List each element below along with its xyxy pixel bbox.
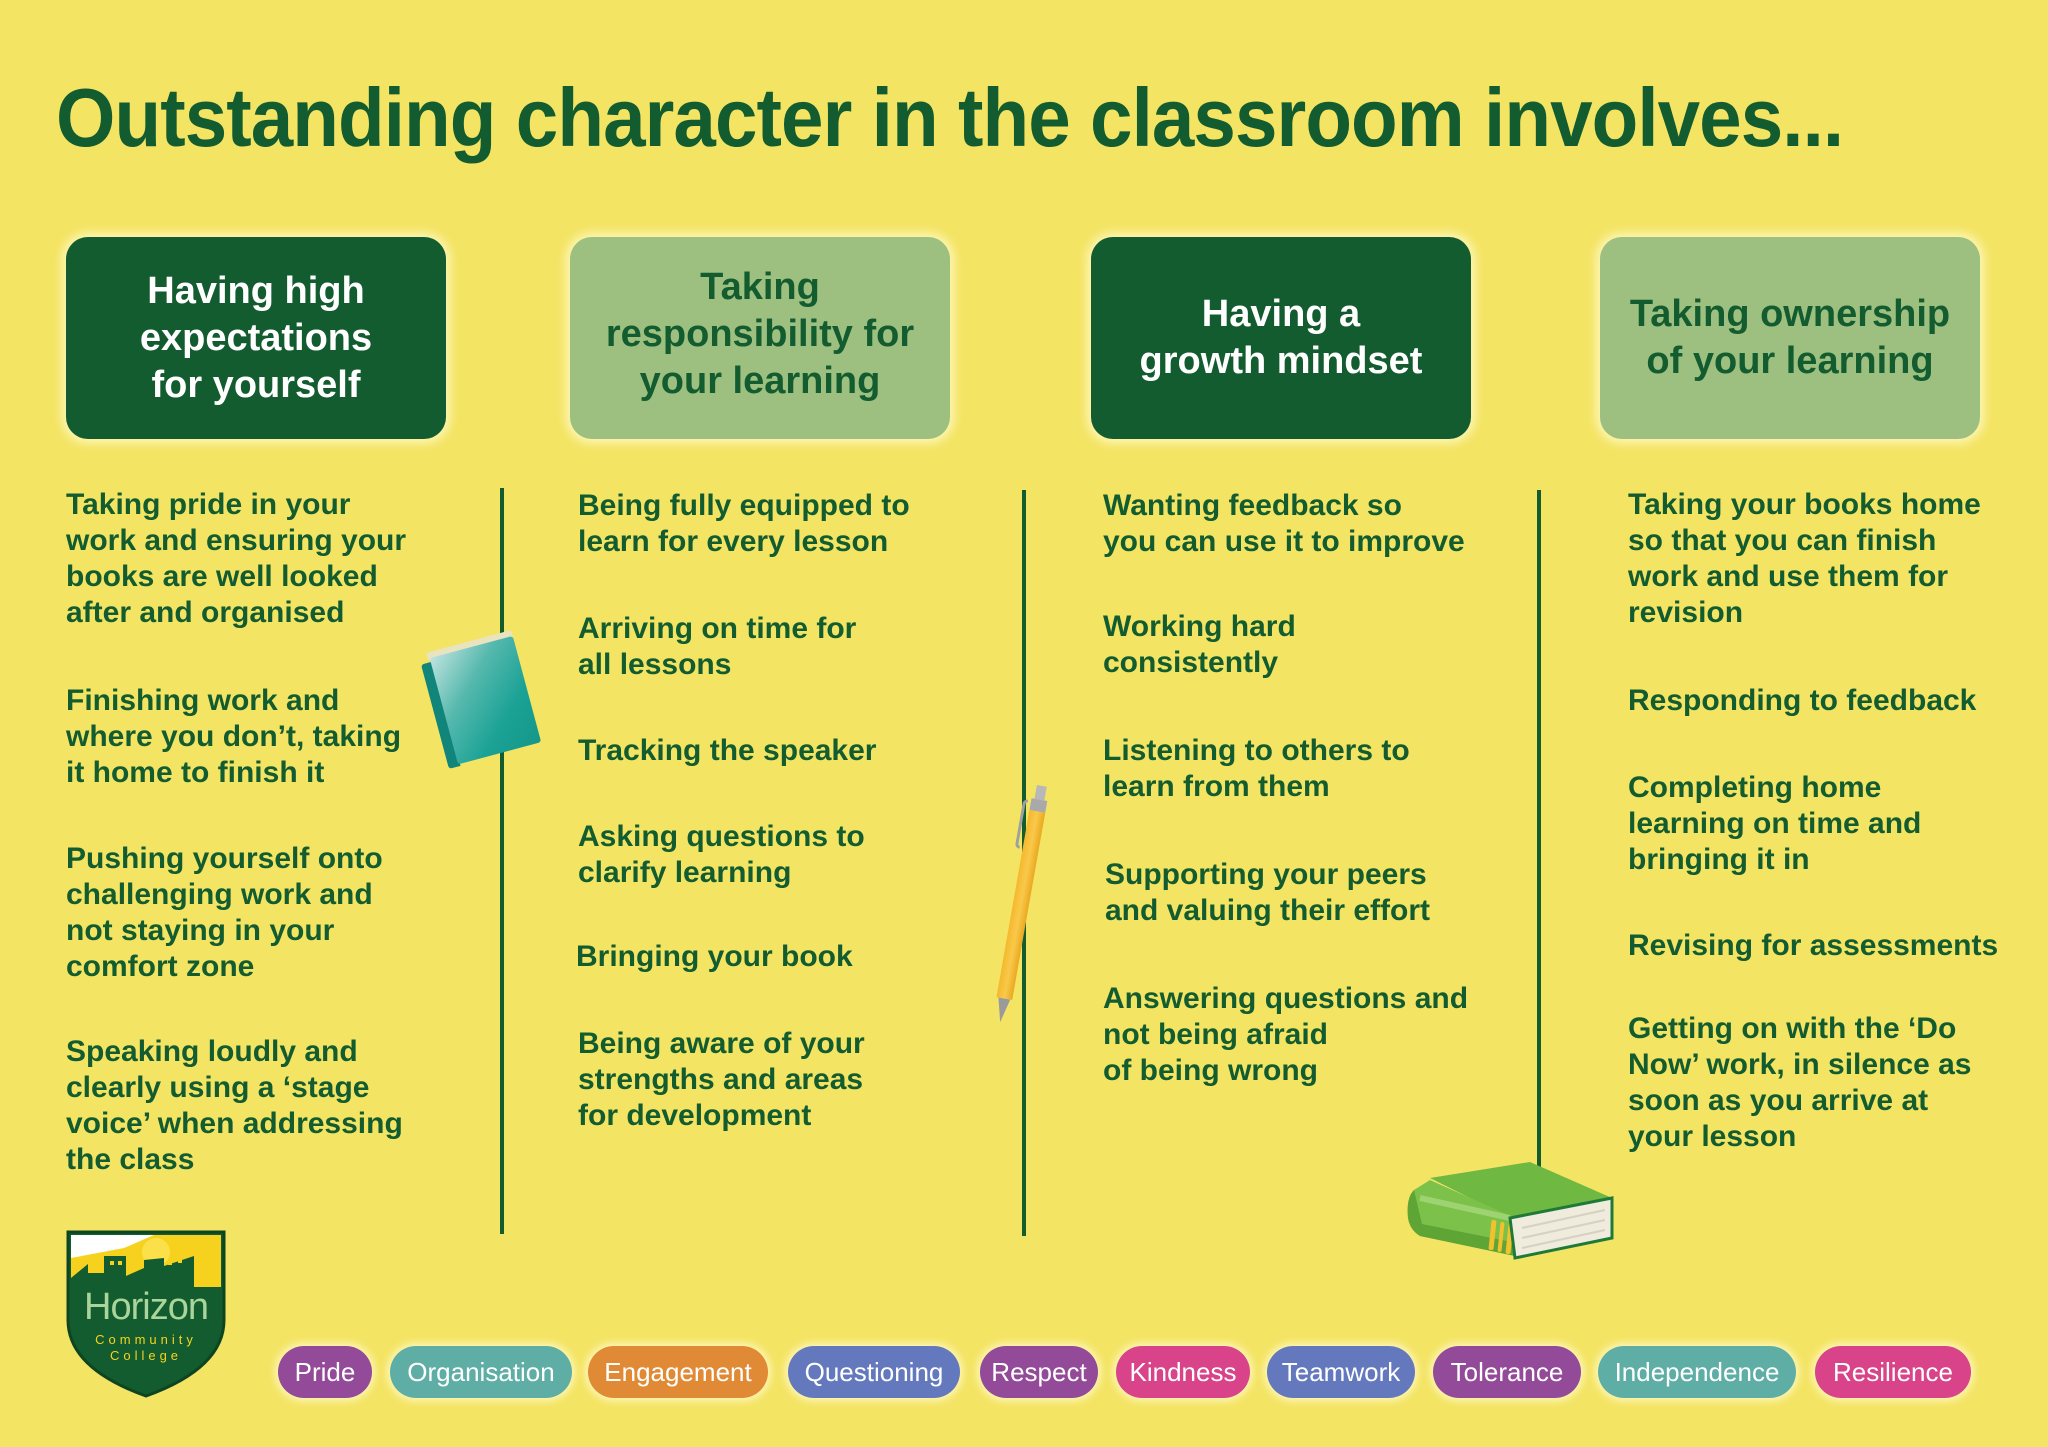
header-high-expectations: Having high expectations for yourself bbox=[66, 237, 446, 439]
header-line: for yourself bbox=[151, 363, 361, 406]
header-line: expectations bbox=[139, 316, 373, 359]
list-item: Responding to feedback bbox=[1628, 684, 1977, 717]
value-pill-respect: Respect bbox=[980, 1346, 1098, 1398]
header-line: Taking ownership bbox=[1629, 293, 1951, 335]
header-line: of your learning bbox=[1646, 340, 1934, 382]
header-growth-mindset: Having a growth mindset bbox=[1091, 237, 1471, 439]
logo-subtitle: Community bbox=[95, 1332, 197, 1347]
list-item: Listening to others to learn from them bbox=[1103, 734, 1410, 803]
value-pill-organisation: Organisation bbox=[390, 1346, 572, 1398]
value-pill-resilience: Resilience bbox=[1815, 1346, 1971, 1398]
header-taking-responsibility: Taking responsibility for your learning bbox=[570, 237, 950, 439]
list-item: Taking your books home so that you can f… bbox=[1628, 488, 1981, 629]
value-pill-kindness: Kindness bbox=[1116, 1346, 1250, 1398]
page-title: Outstanding character in the classroom i… bbox=[56, 71, 1844, 164]
value-pill-tolerance: Tolerance bbox=[1433, 1346, 1581, 1398]
column-divider bbox=[500, 488, 504, 1234]
list-item: Wanting feedback so you can use it to im… bbox=[1103, 489, 1465, 558]
book-icon bbox=[1400, 1158, 1620, 1268]
list-item: Arriving on time for all lessons bbox=[578, 612, 857, 681]
header-line: Having a bbox=[1201, 293, 1361, 335]
list-item: Completing home learning on time and bri… bbox=[1628, 771, 1922, 876]
list-item: Answering questions and not being afraid… bbox=[1103, 982, 1469, 1087]
list-item: Being aware of your strengths and areas … bbox=[578, 1027, 865, 1132]
book-icon bbox=[418, 629, 545, 769]
list-item: Speaking loudly and clearly using a ‘sta… bbox=[66, 1035, 403, 1176]
logo-name: Horizon bbox=[84, 1286, 209, 1328]
list-item: Being fully equipped to learn for every … bbox=[578, 489, 910, 558]
header-line: responsibility for bbox=[605, 312, 915, 355]
header-line: Having high bbox=[147, 269, 365, 312]
list-item: Finishing work and where you don’t, taki… bbox=[66, 684, 402, 789]
list-item: Revising for assessments bbox=[1628, 929, 1999, 962]
list-item: Taking pride in your work and ensuring y… bbox=[66, 488, 407, 629]
list-item: Supporting your peers and valuing their … bbox=[1105, 858, 1431, 927]
list-item: Bringing your book bbox=[576, 940, 853, 973]
list-item: Asking questions to clarify learning bbox=[578, 820, 865, 889]
column-divider bbox=[1537, 490, 1541, 1178]
value-pill-questioning: Questioning bbox=[788, 1346, 960, 1398]
header-line: Taking bbox=[700, 265, 820, 308]
logo-subtitle: College bbox=[109, 1348, 183, 1363]
list-item: Working hard consistently bbox=[1103, 610, 1296, 679]
list-item: Tracking the speaker bbox=[578, 734, 877, 767]
school-logo: Horizon Community College bbox=[64, 1228, 228, 1398]
pencil-icon bbox=[992, 784, 1049, 1024]
value-pill-teamwork: Teamwork bbox=[1267, 1346, 1415, 1398]
value-pill-pride: Pride bbox=[278, 1346, 372, 1398]
header-taking-ownership: Taking ownership of your learning bbox=[1600, 237, 1980, 439]
value-pill-engagement: Engagement bbox=[588, 1346, 768, 1398]
list-item: Pushing yourself onto challenging work a… bbox=[66, 842, 383, 983]
header-line: your learning bbox=[639, 359, 881, 402]
header-line: growth mindset bbox=[1139, 340, 1423, 382]
value-pill-independence: Independence bbox=[1598, 1346, 1796, 1398]
list-item: Getting on with the ‘Do Now’ work, in si… bbox=[1628, 1012, 1972, 1153]
